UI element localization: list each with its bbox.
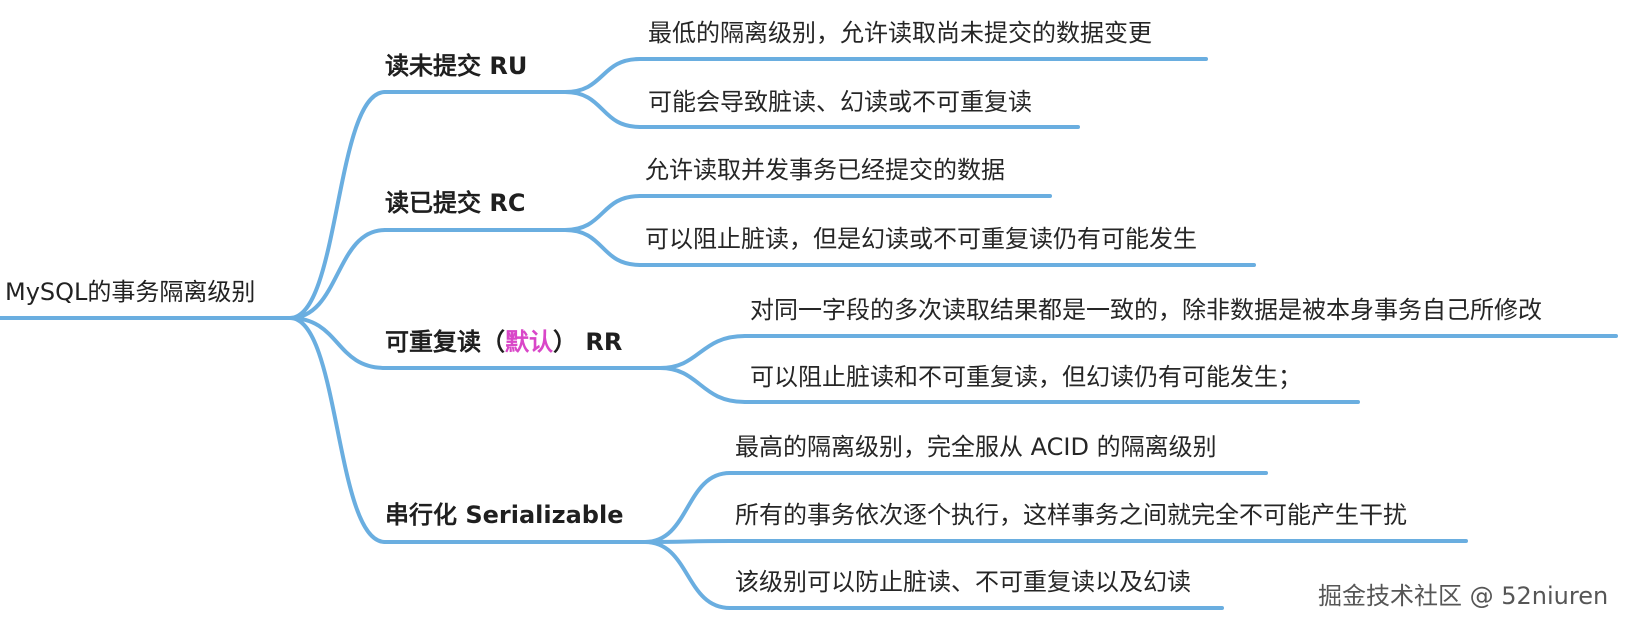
watermark-text: 掘金技术社区 @ 52niuren [1318,582,1609,610]
root-node-label: MySQL的事务隔离级别 [5,278,256,306]
leaf-1-2-label: 可能会导致脏读、幻读或不可重复读 [648,88,1032,116]
branch-4-to-leaf-1 [643,471,732,544]
branch-3-to-leaf-2 [658,366,747,404]
branch-3-label-suffix: ） RR [553,328,623,356]
root-to-branch-3 [288,316,387,370]
branch-1-label: 读未提交 RU [385,52,528,80]
branch-4-to-leaf-2 [643,539,732,544]
leaf-4-2-label: 所有的事务依次逐个执行，这样事务之间就完全不可能产生干扰 [735,501,1407,529]
root-to-branch-1 [288,90,387,320]
leaf-3-2-label: 可以阻止脏读和不可重复读，但幻读仍有可能发生； [750,363,1302,391]
branch-2-to-leaf-1 [563,194,642,232]
leaf-1-1-label: 最低的隔离级别，允许读取尚未提交的数据变更 [648,19,1152,47]
leaf-3-1-label: 对同一字段的多次读取结果都是一致的，除非数据是被本身事务自己所修改 [750,296,1542,324]
leaf-2-2-label: 可以阻止脏读，但是幻读或不可重复读仍有可能发生 [645,225,1197,253]
root-to-branch-2 [288,228,387,320]
branch-3-label: 可重复读（默认） RR [385,330,622,354]
branch-4-to-leaf-3 [643,540,732,610]
branch-3-label-prefix: 可重复读（ [385,328,505,356]
root-to-branch-4 [288,316,387,544]
leaf-4-1-label: 最高的隔离级别，完全服从 ACID 的隔离级别 [735,433,1217,461]
branch-1-to-leaf-2 [563,90,642,129]
branch-4-label: 串行化 Serializable [385,501,624,529]
branch-3-to-leaf-1 [658,334,747,370]
branch-2-label: 读已提交 RC [385,189,526,217]
branch-1-to-leaf-1 [563,57,642,94]
branch-3-label-default-highlight: 默认 [505,328,553,356]
leaf-2-1-label: 允许读取并发事务已经提交的数据 [645,156,1005,184]
leaf-4-3-label: 该级别可以防止脏读、不可重复读以及幻读 [735,568,1191,596]
branch-2-to-leaf-2 [563,228,642,267]
